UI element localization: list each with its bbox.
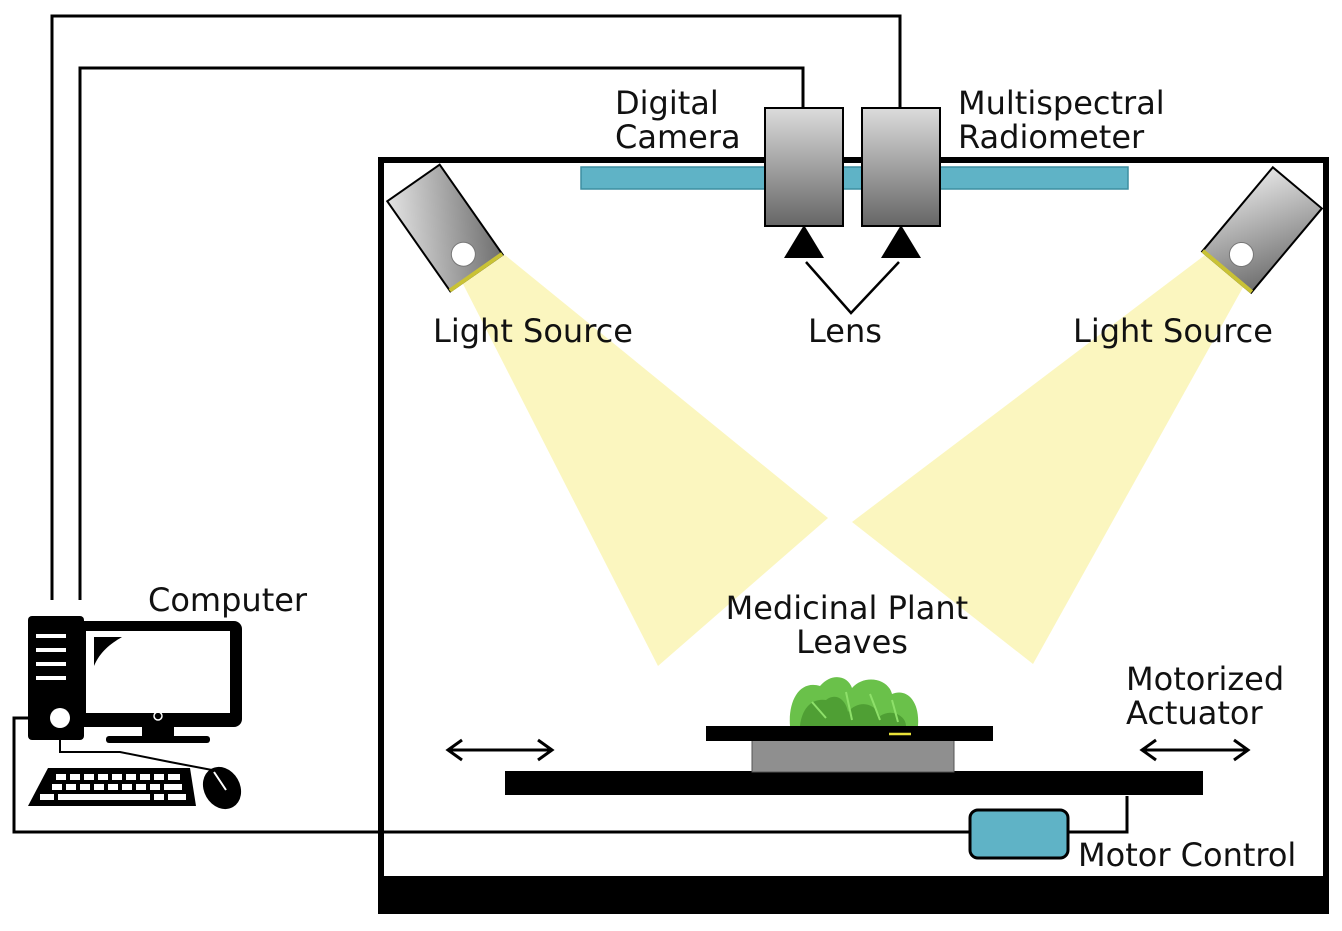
mouse-cable <box>59 738 213 771</box>
mouse-icon <box>202 766 242 810</box>
keyboard-icon <box>28 768 196 806</box>
label-medicinal-plant-leaves: Medicinal Plant Leaves <box>726 589 979 661</box>
double-arrow-icon <box>1139 738 1251 762</box>
multispectral-radiometer-body <box>861 107 941 227</box>
label-lens: Lens <box>808 312 882 350</box>
light-source-right-device <box>1200 165 1324 295</box>
sample-platform <box>706 726 993 741</box>
lens-pointer <box>805 261 900 315</box>
digital-camera-body <box>764 107 844 227</box>
double-arrow-icon <box>445 738 555 762</box>
label-multispectral-radiometer: Multispectral Radiometer <box>958 84 1175 156</box>
label-digital-camera: Digital Camera <box>615 84 741 156</box>
motor-control-box <box>968 808 1070 860</box>
stage-support <box>751 739 955 773</box>
light-beam-right <box>852 255 1246 664</box>
camera-lens <box>784 225 824 258</box>
desktop-computer-icon <box>28 616 242 743</box>
cable-radiometer <box>50 14 902 600</box>
light-beam-left <box>462 255 828 666</box>
actuator-track <box>505 771 1203 795</box>
mounting-rail <box>580 166 1129 190</box>
cable-camera <box>78 66 805 600</box>
label-motorized-actuator: Motorized Actuator <box>1126 660 1294 732</box>
label-motor-control: Motor Control <box>1078 836 1296 874</box>
label-computer: Computer <box>148 581 308 619</box>
label-light-source-left: Light Source <box>433 312 633 350</box>
medicinal-leaves <box>789 677 919 726</box>
enclosure <box>378 157 1329 914</box>
radiometer-lens <box>881 225 921 258</box>
label-light-source-right: Light Source <box>1073 312 1273 350</box>
cable-motor-control <box>12 716 1129 834</box>
light-source-left-device <box>385 163 505 293</box>
